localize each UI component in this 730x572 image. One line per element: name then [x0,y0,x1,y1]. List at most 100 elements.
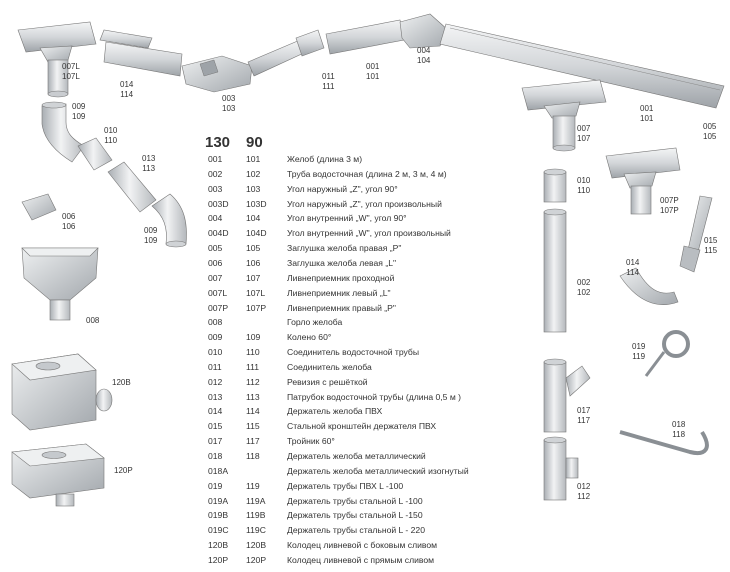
code-90: 120P [246,554,267,565]
code-130: 017 [208,436,223,447]
code-90: 101 [246,154,261,164]
part-description: Ревизия с решёткой [287,376,368,387]
code-90: 120B [246,540,267,551]
gutter-outlet-007P [605,147,681,215]
part-description: Держатель желоба ПВХ [287,406,383,417]
code-90: 102 [246,168,261,179]
code-130: 006 [208,257,223,268]
code-90: 119B [246,510,266,521]
code-90: 107 [246,272,261,283]
code-90: 115 [246,421,260,432]
part-description: Колодец ливневой с прямым сливом [287,554,435,565]
code-130: 010 [208,347,223,358]
gutter-section-left [103,41,183,77]
tee-017 [543,358,591,433]
part-description: Держатель трубы стальной L -100 [287,495,423,506]
gutter-outlet-007L [17,21,97,98]
part-description: Соединитель водосточной трубы [287,347,420,358]
part-description: Угол внутренний „W", угол 90° [287,213,407,224]
code-130: 001 [208,154,223,164]
code-90: 104D [246,228,267,239]
label-120B: 120B [112,378,131,387]
code-130: 004 [208,213,223,224]
part-description: Держатель желоба металлический [287,451,426,461]
gutter-outlet-007 [521,79,607,152]
part-description: Патрубок водосточной трубы (длина 0,5 м … [287,391,461,402]
gutter-section-right-small [325,19,405,55]
code-130: 019B [208,510,229,521]
code-90: 118 [246,451,260,461]
part-description: Стальной кронштейн держателя ПВХ [287,421,437,432]
part-description: Колодец ливневой с боковым сливом [287,540,438,551]
code-90: 109 [246,332,261,343]
metal-gutter-holder-018 [619,430,709,455]
code-130: 007 [208,272,223,283]
part-description: Держатель трубы стальной L -150 [287,510,423,521]
part-description: Держатель трубы ПВХ L -100 [287,480,404,491]
code-90: 119C [246,525,266,536]
code-90: 110 [246,347,260,358]
code-130: 002 [208,168,223,179]
part-description: Горло желоба [287,317,343,328]
code-90: 107P [246,302,267,313]
part-description: Ливнеприемник проходной [287,272,395,283]
pipe-holder-019 [644,330,690,377]
part-description: Труба водосточная (длина 2 м, 3 м, 4 м) [287,168,447,179]
code-130: 120B [208,540,229,551]
code-130: 011 [208,361,222,372]
end-cap-006 [21,193,57,221]
gutter-funnel-008 [21,247,99,321]
code-90: 107L [246,287,266,298]
pipe-connector-010-right [543,168,567,203]
steel-bracket-015 [679,195,713,273]
part-description: Угол наружный „Z", угол произвольный [287,198,442,209]
code-90: 113 [246,391,260,402]
code-130: 018 [208,451,223,461]
code-90: 103 [246,183,261,194]
code-130: 004D [208,228,229,239]
code-130: 008 [208,317,223,328]
code-90: 112 [246,376,260,387]
code-130: 005 [208,243,223,254]
gutter-section-long [439,23,725,109]
storm-well-120P [11,443,105,507]
code-130: 019 [208,480,223,491]
code-130: 013 [208,391,223,402]
inner-corner-004 [399,13,449,49]
part-description: Держатель трубы стальной L - 220 [287,525,425,536]
code-90: 117 [246,436,260,447]
code-130: 120P [208,554,229,565]
part-description: Колено 60° [287,332,332,343]
code-130: 007L [208,287,228,298]
part-description: Желоб (длина 3 м) [287,154,363,164]
storm-well-120B [11,353,113,431]
part-description: Ливнеприемник левый „L" [287,287,391,298]
part-description: Угол наружный „Z", угол 90° [287,183,398,194]
code-90: 105 [246,243,261,254]
part-description: Заглушка желоба правая „P" [287,243,402,254]
part-description: Соединитель желоба [287,361,372,372]
code-90: 104 [246,213,261,224]
gutter-holder-014 [99,29,153,49]
code-130: 003 [208,183,223,194]
code-130: 012 [208,376,223,387]
gutter-holder-014-right [619,267,679,306]
inspection-012 [543,436,579,501]
part-description: Тройник 60° [287,436,335,447]
downpipe-002 [543,208,567,333]
